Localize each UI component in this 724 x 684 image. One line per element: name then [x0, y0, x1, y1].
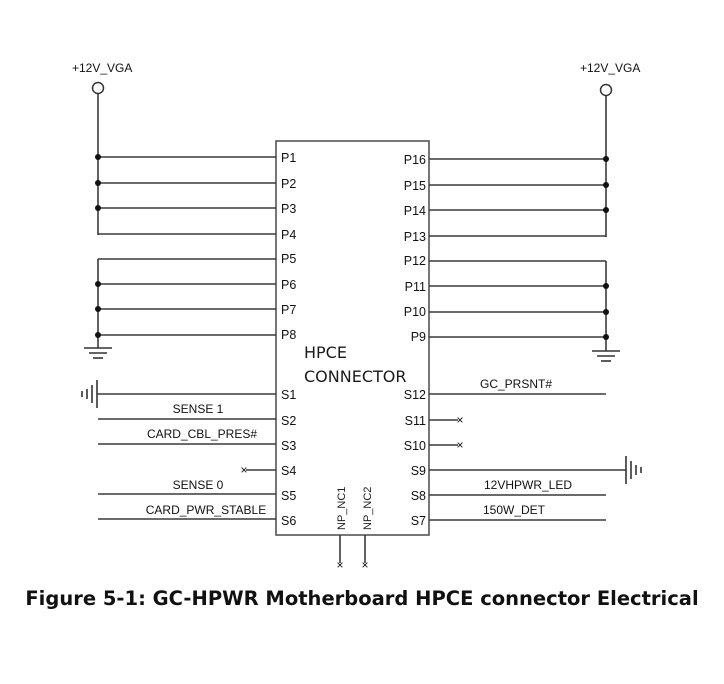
pin-label-p11: P11 [405, 280, 426, 294]
left-ground-icon [84, 347, 112, 359]
pin-label-np-nc1: NP_NC1 [336, 487, 348, 530]
s1-ground-icon [81, 380, 98, 408]
left-power-terminal [91, 81, 105, 95]
pin-label-p3: P3 [281, 202, 296, 216]
connector-title-line1: HPCE [304, 343, 347, 362]
right-power-terminal [599, 83, 613, 97]
pin-label-s11: S11 [405, 414, 426, 428]
junction-dot [95, 281, 101, 287]
left-power-label: +12V_VGA [72, 61, 132, 75]
net-label-150w-det: 150W_DET [483, 503, 546, 517]
pin-label-p6: P6 [281, 278, 296, 292]
pin-label-np-nc2: NP_NC2 [362, 487, 374, 530]
no-connect-icon: × [456, 438, 463, 452]
net-label-card-pwr-stable: CARD_PWR_STABLE [146, 503, 266, 517]
right-power-label: +12V_VGA [580, 61, 640, 75]
pin-label-s2: S2 [281, 414, 296, 428]
junction-dot [95, 306, 101, 312]
pin-label-p14: P14 [404, 204, 426, 218]
junction-dot [603, 156, 609, 162]
junction-dot [603, 207, 609, 213]
right-ground-icon [592, 350, 620, 362]
junction-dot [95, 332, 101, 338]
junction-dot [603, 182, 609, 188]
pin-label-s1: S1 [281, 388, 296, 402]
connector-title-line2: CONNECTOR [304, 367, 406, 386]
junction-dot [603, 334, 609, 340]
pin-label-p13: P13 [404, 230, 426, 244]
net-label-sense0: SENSE 0 [173, 478, 224, 492]
pin-label-s9: S9 [411, 464, 426, 478]
left-power-pins [95, 154, 276, 348]
pin-label-p4: P4 [281, 228, 296, 242]
junction-dot [95, 205, 101, 211]
s9-ground-icon [625, 456, 642, 484]
junction-dot [95, 180, 101, 186]
pin-label-p16: P16 [404, 153, 426, 167]
figure-caption: Figure 5-1: GC-HPWR Motherboard HPCE con… [25, 587, 698, 610]
junction-dot [603, 283, 609, 289]
pin-label-p8: P8 [281, 328, 296, 342]
junction-dot [603, 309, 609, 315]
no-connect-icon: × [240, 463, 247, 477]
net-label-card-cbl-pres: CARD_CBL_PRES# [147, 427, 257, 441]
hpce-connector-body [275, 140, 430, 536]
no-connect-icon: × [361, 558, 368, 572]
pin-label-s4: S4 [281, 464, 296, 478]
pin-label-s5: S5 [281, 489, 296, 503]
pin-label-s6: S6 [281, 514, 296, 528]
net-label-12vhpwr-led: 12VHPWR_LED [484, 478, 572, 492]
pin-label-p1: P1 [281, 151, 296, 165]
pin-label-s8: S8 [411, 489, 426, 503]
pin-label-p2: P2 [281, 177, 296, 191]
pin-label-p15: P15 [404, 179, 426, 193]
no-connect-icon: × [336, 558, 343, 572]
pin-label-s7: S7 [411, 514, 426, 528]
junction-dot [95, 154, 101, 160]
pin-label-p10: P10 [404, 305, 426, 319]
right-power-pins [429, 156, 609, 351]
pin-label-p7: P7 [281, 303, 296, 317]
net-label-gc-prsnt: GC_PRSNT# [480, 377, 552, 391]
pin-label-p12: P12 [404, 254, 426, 268]
pin-label-s10: S10 [404, 439, 426, 453]
net-label-sense1: SENSE 1 [173, 402, 224, 416]
pin-label-s3: S3 [281, 439, 296, 453]
no-connect-icon: × [456, 413, 463, 427]
pin-label-p5: P5 [281, 252, 296, 266]
pin-label-p9: P9 [411, 330, 426, 344]
pin-label-s12: S12 [404, 388, 426, 402]
